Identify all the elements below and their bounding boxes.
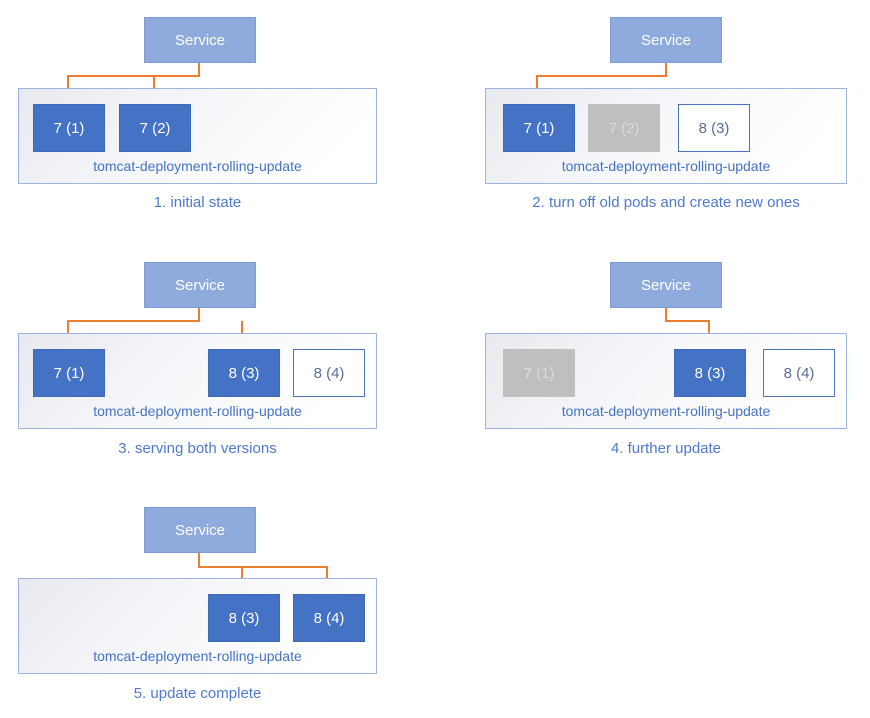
pod-7-1: 7 (1): [503, 104, 575, 152]
service-box: Service: [610, 262, 722, 308]
pod-label: 8 (3): [694, 364, 726, 382]
arrow-line: [665, 308, 710, 338]
pod-label: 7 (2): [608, 119, 640, 137]
deployment-label: tomcat-deployment-rolling-update: [93, 403, 302, 419]
pod-8-4: 8 (4): [293, 349, 365, 397]
arrow-line: [67, 63, 200, 93]
deployment-box: 7 (1) 8 (3) 8 (4) tomcat-deployment-roll…: [485, 333, 847, 429]
pod-label: 7 (1): [523, 119, 555, 137]
arrowhead-icon: [703, 337, 715, 347]
panel-caption: 3. serving both versions: [118, 440, 277, 457]
deployment-box: 7 (1) 8 (3) 8 (4) tomcat-deployment-roll…: [18, 333, 377, 429]
arrowhead-icon: [531, 92, 543, 102]
pod-label: 8 (3): [228, 364, 260, 382]
arrowhead-icon: [236, 582, 248, 592]
service-label: Service: [174, 276, 226, 294]
arrow-line: [536, 63, 667, 93]
pod-label: 8 (4): [783, 364, 815, 382]
arrowhead-icon: [62, 92, 74, 102]
pod-8-3: 8 (3): [678, 104, 750, 152]
pod-7-1: 7 (1): [503, 349, 575, 397]
arrowhead-icon: [148, 92, 160, 102]
deployment-label: tomcat-deployment-rolling-update: [561, 158, 771, 174]
pod-7-1: 7 (1): [33, 104, 105, 152]
pod-7-1: 7 (1): [33, 349, 105, 397]
pod-7-2: 7 (2): [119, 104, 191, 152]
pod-label: 8 (4): [313, 609, 345, 627]
arrow-line: [198, 553, 328, 582]
deployment-label: tomcat-deployment-rolling-update: [93, 158, 302, 174]
service-label: Service: [640, 31, 692, 49]
arrowhead-icon: [62, 337, 74, 347]
service-box: Service: [610, 17, 722, 63]
pod-label: 8 (3): [228, 609, 260, 627]
deployment-box: 7 (1) 7 (2) 8 (3) tomcat-deployment-roll…: [485, 88, 847, 184]
deployment-box: 8 (3) 8 (4) tomcat-deployment-rolling-up…: [18, 578, 377, 674]
arrowhead-icon: [321, 582, 333, 592]
pod-8-3: 8 (3): [208, 594, 280, 642]
pod-8-4: 8 (4): [763, 349, 835, 397]
service-box: Service: [144, 507, 256, 553]
arrowhead-icon: [236, 337, 248, 347]
panel-caption: 4. further update: [610, 440, 722, 457]
panel-caption: 2. turn off old pods and create new ones: [532, 194, 800, 211]
service-label: Service: [174, 31, 226, 49]
pod-label: 7 (1): [523, 364, 555, 382]
pod-7-2: 7 (2): [588, 104, 660, 152]
service-label: Service: [174, 521, 226, 539]
pod-label: 7 (1): [53, 119, 85, 137]
pod-label: 8 (3): [698, 119, 730, 137]
pod-8-4: 8 (4): [293, 594, 365, 642]
deployment-label: tomcat-deployment-rolling-update: [93, 648, 302, 664]
pod-8-3: 8 (3): [208, 349, 280, 397]
service-box: Service: [144, 262, 256, 308]
service-box: Service: [144, 17, 256, 63]
deployment-box: 7 (1) 7 (2) tomcat-deployment-rolling-up…: [18, 88, 377, 184]
pod-label: 8 (4): [313, 364, 345, 382]
service-label: Service: [640, 276, 692, 294]
pod-label: 7 (1): [53, 364, 85, 382]
arrow-line: [67, 308, 200, 338]
deployment-label: tomcat-deployment-rolling-update: [561, 403, 771, 419]
panel-caption: 1. initial state: [153, 194, 242, 211]
panel-caption: 5. update complete: [133, 685, 262, 702]
pod-label: 7 (2): [139, 119, 171, 137]
pod-8-3: 8 (3): [674, 349, 746, 397]
